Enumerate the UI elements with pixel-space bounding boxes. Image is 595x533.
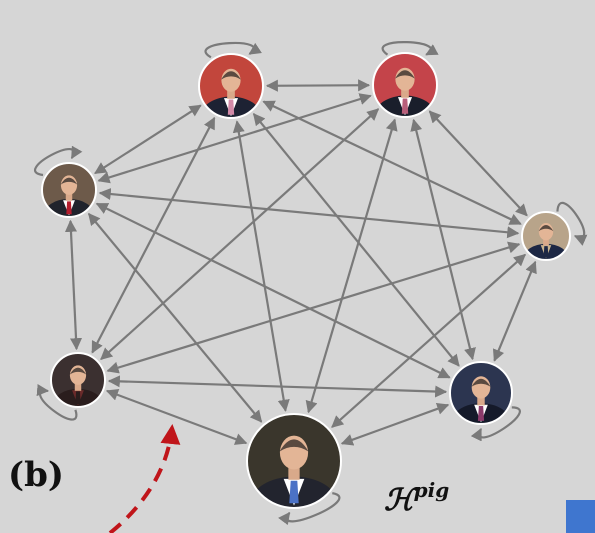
person-portrait-center-suit-blue-tie-icon [246,413,342,509]
edge-n5-n7 [105,389,248,445]
self-loop-n4 [556,201,588,246]
node-group [41,52,571,509]
self-loop-n1 [204,41,262,59]
corner-color-block [566,500,595,533]
edge-n1-n3 [94,104,202,175]
graph-label-superscript: pig [413,478,450,502]
graph-label: ℋpig [384,478,450,518]
person-portrait-suit-pink-tie-icon [198,53,264,119]
person-portrait-suit-red-tie-icon [41,162,97,218]
edge-n3-n7 [87,212,263,423]
panel-label: (b) [8,455,64,495]
dashed-red-arrow [108,424,181,533]
edge-n2-n7 [305,118,398,414]
person-portrait-elderly-suit-icon [372,52,438,118]
person-portrait-woman-dark-jacket-icon [521,211,571,261]
edge-n2-n4 [428,110,528,217]
edge-n5-n6 [107,375,448,398]
edge-n1-n7 [232,120,290,412]
edge-n4-n7 [331,253,527,428]
graph-label-base: ℋ [384,483,414,518]
edge-group [64,79,537,446]
self-loop-n7 [278,492,341,526]
edge-n6-n7 [340,402,450,446]
edge-n4-n5 [106,241,521,374]
edge-n1-n2 [265,79,371,92]
self-loop-group [34,41,588,526]
person-portrait-woman-dark-hair-icon [50,352,106,408]
self-loop-n6 [470,406,521,442]
self-loop-n3 [34,145,83,177]
self-loop-n2 [381,41,439,56]
edge-n3-n4 [98,187,520,239]
edge-n3-n5 [64,219,83,351]
edge-n1-n4 [262,100,522,225]
self-loop-n5 [36,384,78,421]
edge-n2-n6 [410,118,476,361]
person-portrait-suit-purple-tie-icon [449,361,513,425]
edge-n1-n6 [252,112,460,367]
edge-n1-n5 [91,116,216,354]
